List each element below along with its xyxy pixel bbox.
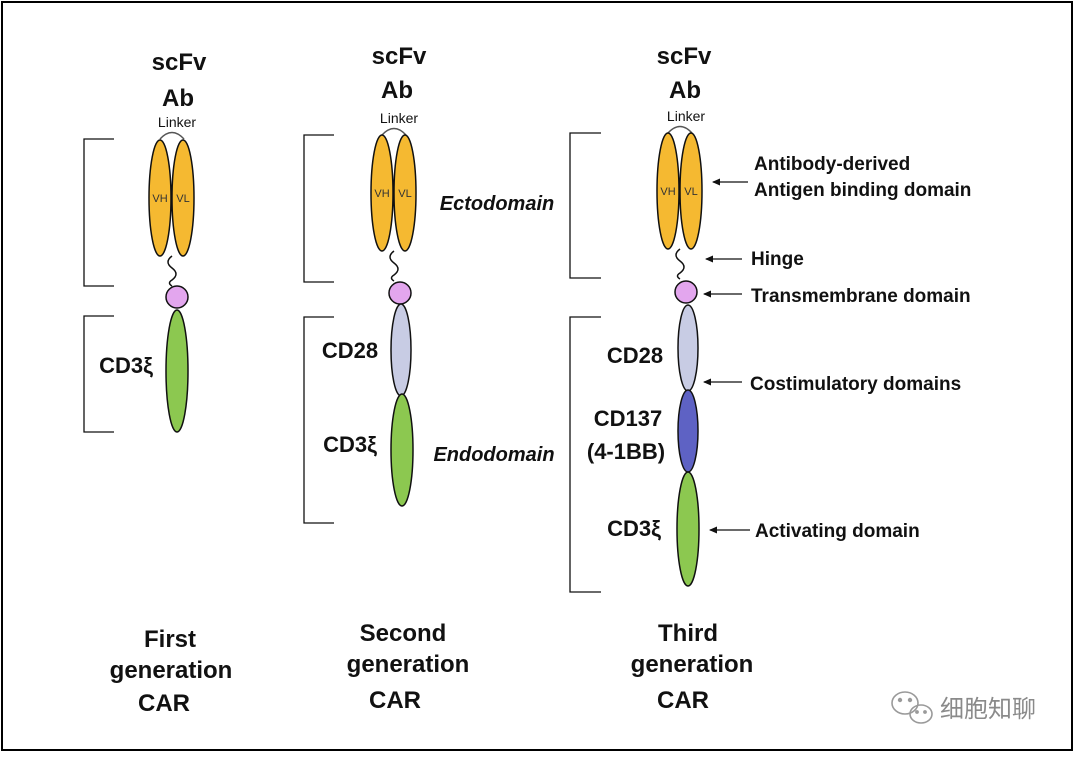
wechat-icon <box>891 691 933 724</box>
first-generation-car: scFv Ab Linker VH VL CD3ξ First generati… <box>83 49 233 717</box>
third-cd137-label-line1: CD137 <box>594 406 662 431</box>
third-linker-arc <box>667 125 693 134</box>
first-linker-arc <box>159 131 185 140</box>
first-vl-label: VL <box>176 193 189 205</box>
annotation-costimulatory: Costimulatory domains <box>750 374 961 395</box>
second-ab-label: Ab <box>381 77 413 104</box>
third-caption-line3: CAR <box>657 687 709 714</box>
annotation-activating: Activating domain <box>755 521 920 542</box>
second-cd28-label: CD28 <box>322 338 378 363</box>
first-transmembrane-domain <box>165 285 189 309</box>
first-vh-domain <box>148 139 172 257</box>
third-vl-domain <box>679 132 703 250</box>
second-cd3-domain <box>390 393 414 507</box>
first-vh-label: VH <box>152 193 167 205</box>
third-vh-domain <box>656 132 680 250</box>
third-transmembrane-domain <box>674 280 698 304</box>
third-generation-car: scFv Ab Linker VH VL CD28 CD137 (4-1BB) … <box>569 43 971 714</box>
first-linker-label: Linker <box>158 114 196 130</box>
watermark-text: 细胞知聊 <box>940 695 1036 723</box>
third-cd3-domain <box>676 471 700 587</box>
second-vh-label: VH <box>374 188 389 200</box>
third-scfv-label: scFv <box>657 43 712 70</box>
first-cd3-label: CD3ξ <box>99 353 153 378</box>
ectodomain-label: Ectodomain <box>440 193 554 215</box>
second-vl-label: VL <box>398 188 411 200</box>
third-cd28-domain <box>677 304 699 392</box>
second-endodomain-bracket <box>303 316 334 524</box>
third-cd28-label: CD28 <box>607 343 663 368</box>
third-cd137-domain <box>677 389 699 473</box>
second-hinge <box>389 250 399 282</box>
second-caption-line2: generation <box>347 651 470 678</box>
third-hinge <box>675 248 685 280</box>
annotation-transmembrane: Transmembrane domain <box>751 286 971 307</box>
first-cd3-domain <box>165 309 189 433</box>
third-cd3-label: CD3ξ <box>607 516 661 541</box>
second-caption-line3: CAR <box>369 687 421 714</box>
second-caption-line1: Second <box>360 620 447 647</box>
annotation-antigen-line2: Antigen binding domain <box>754 180 971 201</box>
second-vl-domain <box>393 134 417 252</box>
third-vl-label: VL <box>684 186 697 198</box>
second-cd3-label: CD3ξ <box>323 432 377 457</box>
third-cd137-label-line2: (4-1BB) <box>587 439 665 464</box>
first-vl-domain <box>171 139 195 257</box>
annotation-antigen-line1: Antibody-derived <box>754 154 910 175</box>
third-ectodomain-bracket <box>569 132 601 279</box>
first-ab-label: Ab <box>162 85 194 112</box>
annotation-hinge: Hinge <box>751 249 804 270</box>
third-ab-label: Ab <box>669 77 701 104</box>
second-linker-label: Linker <box>380 110 418 126</box>
second-vh-domain <box>370 134 394 252</box>
third-caption-line1: Third <box>658 620 718 647</box>
second-scfv-label: scFv <box>372 43 427 70</box>
second-transmembrane-domain <box>388 281 412 305</box>
first-caption-line1: First <box>144 626 196 653</box>
third-linker-label: Linker <box>667 108 705 124</box>
first-ectodomain-bracket <box>83 138 114 287</box>
third-endodomain-bracket <box>569 316 601 593</box>
second-ectodomain-bracket <box>303 134 334 283</box>
second-linker-arc <box>381 127 407 136</box>
second-cd28-domain <box>390 303 412 397</box>
first-scfv-label: scFv <box>152 49 207 76</box>
first-endodomain-bracket <box>83 315 114 433</box>
endodomain-label: Endodomain <box>433 444 554 466</box>
watermark: 细胞知聊 <box>891 691 1036 724</box>
second-generation-car: scFv Ab Linker VH VL CD28 CD3ξ Ectodomai… <box>303 43 555 714</box>
third-caption-line2: generation <box>631 651 754 678</box>
first-caption-line2: generation <box>110 657 233 684</box>
first-hinge <box>167 255 177 287</box>
third-vh-label: VH <box>660 186 675 198</box>
first-caption-line3: CAR <box>138 690 190 717</box>
